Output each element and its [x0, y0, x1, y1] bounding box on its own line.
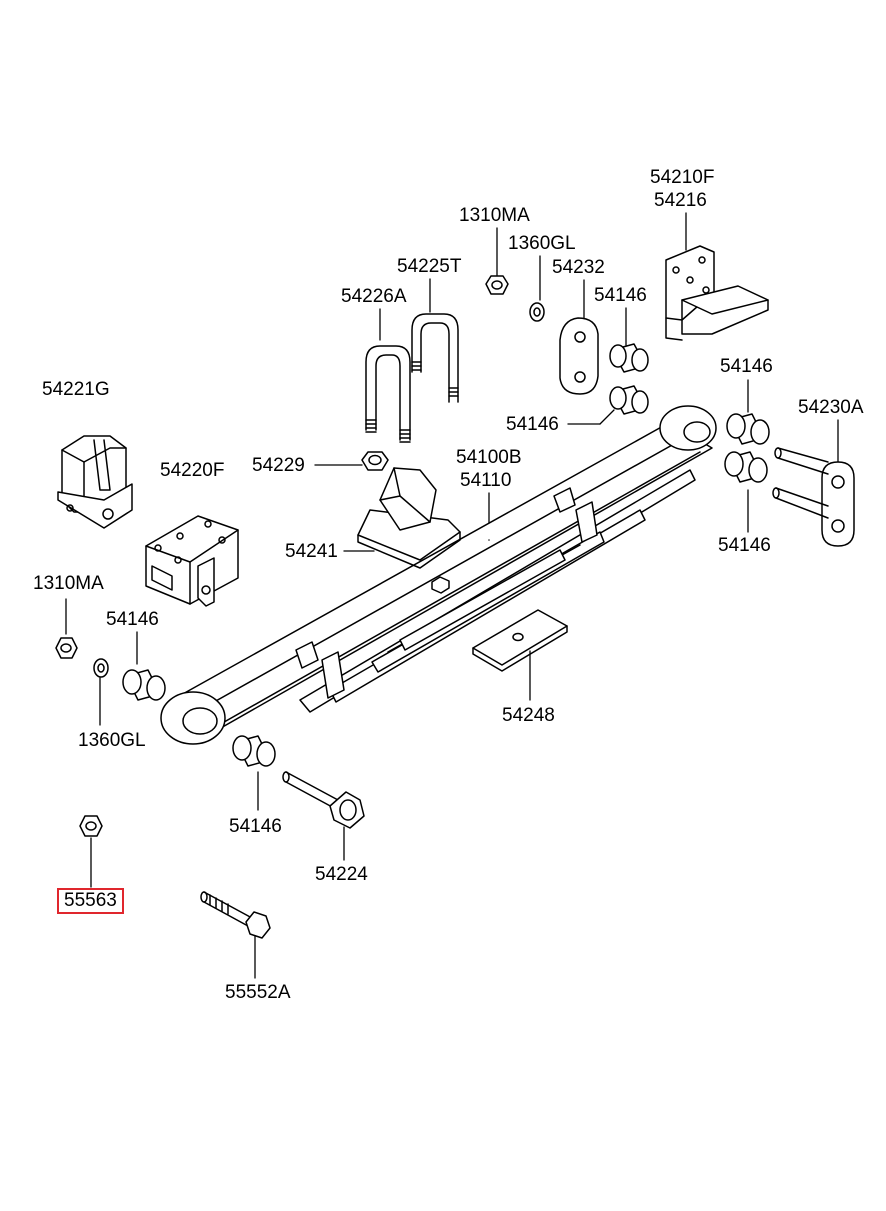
- spring-pad-drawing: [472, 609, 568, 672]
- part-label-54146-c[interactable]: 54146: [506, 414, 559, 435]
- leader-lines: [65, 212, 839, 979]
- bracket-drawing: [145, 515, 239, 607]
- part-label-55563-highlighted[interactable]: 55563: [57, 888, 124, 914]
- nuts-washers-drawing: [55, 275, 545, 837]
- front-hanger-drawing: [57, 435, 133, 529]
- part-label-54100B[interactable]: 54100B: [456, 447, 522, 468]
- part-label-54146-e[interactable]: 54146: [106, 609, 159, 630]
- part-label-54224[interactable]: 54224: [315, 864, 368, 885]
- part-label-54221G[interactable]: 54221G: [42, 379, 110, 400]
- part-label-54229[interactable]: 54229: [252, 455, 305, 476]
- u-bolts-drawing: [365, 313, 459, 443]
- shackle-plate-drawing: [559, 317, 599, 395]
- part-label-54146-b[interactable]: 54146: [720, 356, 773, 377]
- bolt-drawing: [200, 891, 271, 939]
- shackle-drawing: [772, 447, 855, 547]
- nut-54229-drawing: [361, 451, 389, 471]
- part-label-1360GL-left[interactable]: 1360GL: [78, 730, 146, 751]
- part-label-54241[interactable]: 54241: [285, 541, 338, 562]
- part-label-54225T[interactable]: 54225T: [397, 256, 462, 277]
- part-label-1310MA-left[interactable]: 1310MA: [33, 573, 104, 594]
- part-label-54146-a[interactable]: 54146: [594, 285, 647, 306]
- part-label-54232[interactable]: 54232: [552, 257, 605, 278]
- rear-hanger-drawing: [665, 245, 769, 341]
- part-label-54230A[interactable]: 54230A: [798, 397, 864, 418]
- part-label-54146-d[interactable]: 54146: [718, 535, 771, 556]
- part-label-54220F[interactable]: 54220F: [160, 460, 225, 481]
- part-label-1310MA-top[interactable]: 1310MA: [459, 205, 530, 226]
- part-label-1360GL-top[interactable]: 1360GL: [508, 233, 576, 254]
- shackle-pin-drawing: [282, 771, 365, 829]
- part-label-54226A[interactable]: 54226A: [341, 286, 407, 307]
- part-label-54216[interactable]: 54216: [654, 190, 707, 211]
- leaf-spring-drawing: [160, 405, 717, 745]
- part-label-54110[interactable]: 54110: [460, 470, 512, 491]
- part-label-54210F[interactable]: 54210F: [650, 167, 715, 188]
- part-label-54248[interactable]: 54248: [502, 705, 555, 726]
- bushings-drawing: [122, 343, 770, 767]
- part-label-54146-f[interactable]: 54146: [229, 816, 282, 837]
- part-label-55552A[interactable]: 55552A: [225, 982, 291, 1003]
- bump-stop-drawing: [357, 467, 461, 569]
